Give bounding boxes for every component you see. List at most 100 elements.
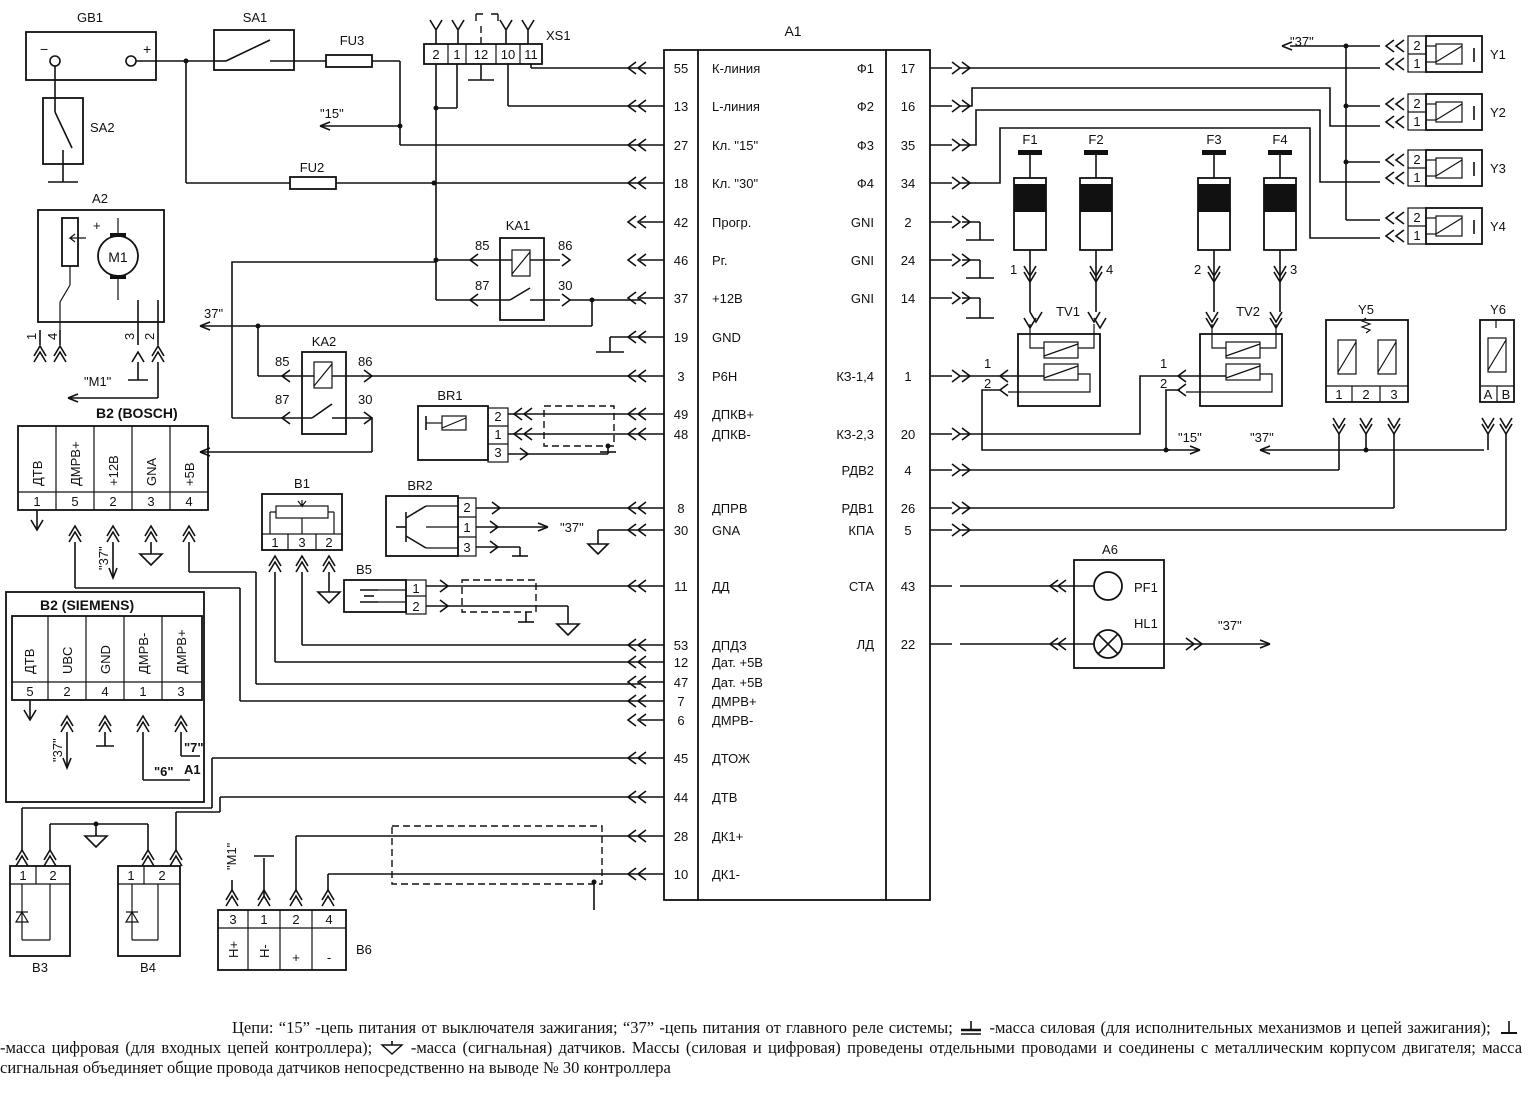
power-ground-icon [961,1021,982,1035]
svg-text:Y5: Y5 [1358,302,1374,317]
pin-label: GNI [851,253,874,268]
svg-text:3: 3 [122,333,137,340]
pin-number: 24 [901,253,915,268]
dashboard-a6: A6 PF1 HL1 "37" [960,542,1271,669]
pin-number: 18 [674,176,688,191]
svg-text:10: 10 [501,47,515,62]
svg-text:2: 2 [1413,96,1420,111]
pin-label: GNI [851,291,874,306]
svg-text:4: 4 [325,912,332,927]
pin-number: 46 [674,253,688,268]
pin-label: Ф1 [857,61,874,76]
svg-text:"15": "15" [320,106,344,121]
pin-number: 12 [674,655,688,670]
spark-plug-f1: F11 [1010,132,1047,312]
pin-number: 4 [904,463,911,478]
svg-text:2: 2 [1413,38,1420,53]
svg-text:2: 2 [142,333,157,340]
svg-text:2: 2 [109,494,116,509]
svg-text:KA2: KA2 [312,334,337,349]
svg-text:1: 1 [127,868,134,883]
pin-label: К-линия [712,61,760,76]
svg-text:+: + [143,41,151,57]
pin-number: 48 [674,427,688,442]
svg-text:B2 (SIEMENS): B2 (SIEMENS) [40,597,134,613]
pin-number: 16 [901,99,915,114]
pin-label: Прогр. [712,215,751,230]
svg-text:+: + [292,950,300,965]
svg-text:GB1: GB1 [77,10,103,25]
svg-text:"37": "37" [96,546,111,570]
canister-valve-y6: Y6 A B [951,302,1515,537]
svg-text:F2: F2 [1088,132,1103,147]
pin-label: Ф3 [857,138,874,153]
svg-text:85: 85 [275,354,289,369]
injector-wires [951,61,1380,239]
svg-text:+: + [93,218,101,233]
svg-text:30: 30 [558,278,572,293]
svg-text:86: 86 [358,354,372,369]
svg-text:Y6: Y6 [1490,302,1506,317]
injector-label: Y3 [1490,161,1506,176]
pin-label: ДПДЗ [712,638,747,653]
svg-text:2: 2 [463,500,470,515]
pin-label: РДВ1 [841,501,874,516]
ignition-coil-tv1: TV1 1 2 [951,304,1170,451]
svg-text:+12В: +12В [106,455,121,486]
svg-text:4: 4 [45,333,60,340]
svg-text:2: 2 [158,868,165,883]
svg-text:ДМРВ+: ДМРВ+ [68,441,83,486]
pin-label: L-линия [712,99,760,114]
switch-sa1: SA1 [213,10,326,71]
svg-text:ДМРВ+: ДМРВ+ [174,629,189,674]
svg-text:1: 1 [271,535,278,550]
pin-number: 5 [904,523,911,538]
power-grounds [951,215,994,319]
ecu-right-pin: GNI 24 [851,253,952,268]
svg-text:2: 2 [49,868,56,883]
pin-label: Ф4 [857,176,874,191]
pin-label: ДТОЖ [712,751,750,766]
signal-ground-icon [379,1041,404,1055]
svg-text:3: 3 [1390,387,1397,402]
svg-text:1: 1 [984,356,991,371]
svg-text:KA1: KA1 [506,218,531,233]
svg-text:A2: A2 [92,191,108,206]
svg-text:4: 4 [101,684,108,699]
svg-text:3: 3 [147,494,154,509]
pin-label: ДК1+ [712,829,743,844]
air-temp-sensor-b4: 1 2 B4 [117,797,221,975]
pin-number: 10 [674,867,688,882]
svg-text:1: 1 [1413,170,1420,185]
svg-text:2: 2 [1413,210,1420,225]
svg-text:3: 3 [298,535,305,550]
pin-number: 2 [904,215,911,230]
pin-number: 3 [677,369,684,384]
svg-text:2: 2 [325,535,332,550]
svg-text:GNA: GNA [144,458,159,487]
pin-number: 47 [674,675,688,690]
svg-text:2: 2 [494,409,501,424]
svg-text:B4: B4 [140,960,156,975]
svg-text:2: 2 [1194,262,1201,277]
svg-text:30: 30 [358,392,372,407]
pin-number: 30 [674,523,688,538]
pin-label: Дат. +5В [712,675,763,690]
svg-text:B6: B6 [356,942,372,957]
svg-text:FU2: FU2 [300,160,325,175]
throttle-sensor-b1: B1 1 3 2 [261,476,640,663]
pin-number: 35 [901,138,915,153]
oxygen-sensor-b6: "M1" 3 1 2 4 Н+ Н- + - B6 [217,825,640,971]
